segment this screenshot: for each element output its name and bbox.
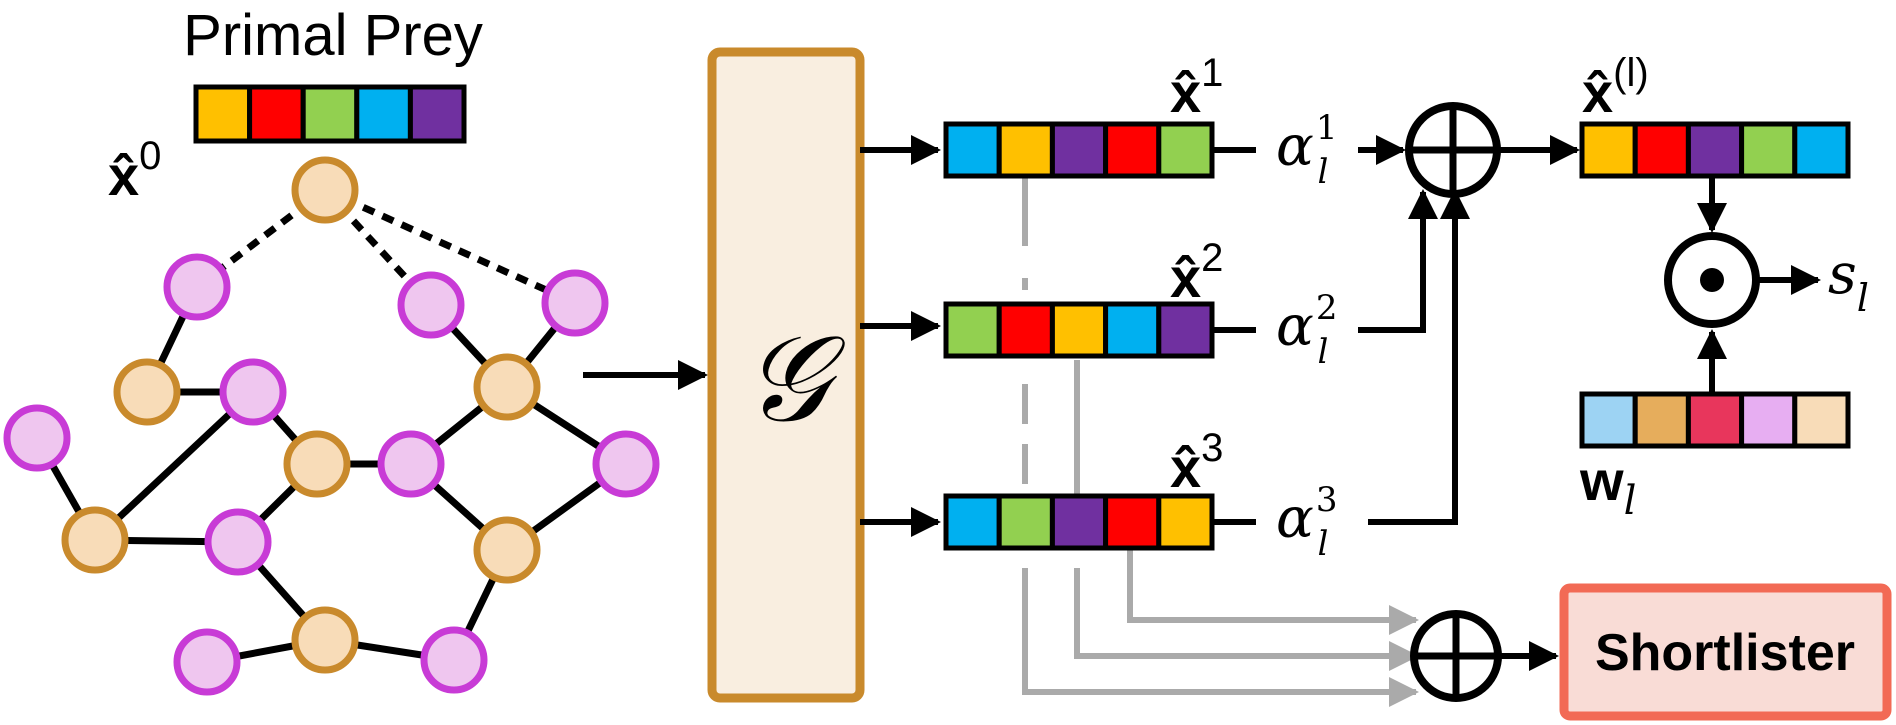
diagram-title: Primal Prey (183, 3, 483, 68)
x0-cell-5 (407, 84, 467, 144)
graph-edges (33, 186, 629, 666)
view1-cell-1 (943, 121, 1002, 179)
combined-cell-2 (1632, 121, 1691, 179)
view3-label: x̂3 (1170, 426, 1223, 499)
shortlister-label: Shortlister (1595, 624, 1855, 682)
score-label: sl (1828, 242, 1869, 320)
graph-edge-o4-p4 (92, 389, 256, 543)
x0-embedding-bar (193, 84, 467, 144)
weights-bar (1579, 391, 1851, 449)
view1-cell-2 (996, 121, 1055, 179)
shortlister-sum-node (1410, 610, 1502, 702)
graph-node-p5 (377, 430, 445, 498)
graph-node-o5 (473, 516, 541, 584)
weights-label: wl (1579, 449, 1636, 524)
combined-cell-4 (1739, 121, 1798, 179)
combined-cell-5 (1792, 121, 1851, 179)
graph-node-p4 (219, 358, 287, 426)
graph-node-o3 (473, 353, 541, 421)
dot-product-node (1664, 232, 1760, 328)
shortlister-box (1559, 583, 1892, 721)
x0-cell-3 (300, 84, 360, 144)
combined-cell-1 (1579, 121, 1638, 179)
x0-cell-1 (193, 84, 253, 144)
weights-cell-3 (1685, 391, 1745, 449)
combined-cell-3 (1685, 121, 1745, 179)
combined-label: x̂(l) (1582, 51, 1649, 124)
combined-embedding-bar (1579, 121, 1851, 179)
view2-cell-2 (996, 301, 1055, 359)
graph-node-p7 (3, 404, 71, 472)
graph-node-o1 (113, 358, 181, 426)
graph-node-p10 (420, 626, 488, 694)
weights-cell-1 (1579, 391, 1638, 449)
view2-cell-4 (1103, 301, 1162, 359)
graph-node-o2 (283, 430, 351, 498)
weights-cell-2 (1632, 391, 1691, 449)
x0-label: x̂0 (108, 134, 161, 207)
view2-label: x̂2 (1170, 236, 1223, 309)
view3-cell-2 (996, 493, 1055, 551)
graph-edge-top-p3 (323, 186, 577, 307)
weights-cell-4 (1739, 391, 1798, 449)
graph-nodes (3, 156, 660, 696)
graph-node-p1 (163, 253, 231, 321)
view3-cell-1 (943, 493, 1002, 551)
view2-cell-3 (1049, 301, 1109, 359)
view3-cell-5 (1156, 493, 1215, 551)
encoder-box (707, 47, 865, 703)
graph-node-p6 (592, 430, 660, 498)
graph-node-p9 (173, 628, 241, 696)
grey-connector-lines (1022, 176, 1419, 707)
graph-node-p8 (204, 508, 272, 576)
graph-node-top (291, 156, 359, 224)
weights-cell-5 (1792, 391, 1851, 449)
graph-node-o4 (61, 506, 129, 574)
view1-cell-4 (1103, 121, 1162, 179)
x0-cell-4 (354, 84, 413, 144)
graph-node-p2 (397, 271, 465, 339)
view1-cell-5 (1156, 121, 1215, 179)
view2-cell-1 (943, 301, 1002, 359)
weighted-sum-node (1405, 102, 1501, 198)
graph-node-p3 (541, 269, 609, 337)
view-bars (943, 121, 1215, 551)
view1-label: x̂1 (1170, 51, 1223, 124)
view1-cell-3 (1049, 121, 1109, 179)
alpha-to-sum-arrows (1358, 135, 1470, 525)
x0-cell-2 (247, 84, 306, 144)
graph-node-o6 (291, 606, 359, 674)
view3-cell-4 (1103, 493, 1162, 551)
view3-cell-3 (1049, 493, 1109, 551)
view2-cell-5 (1156, 301, 1215, 359)
